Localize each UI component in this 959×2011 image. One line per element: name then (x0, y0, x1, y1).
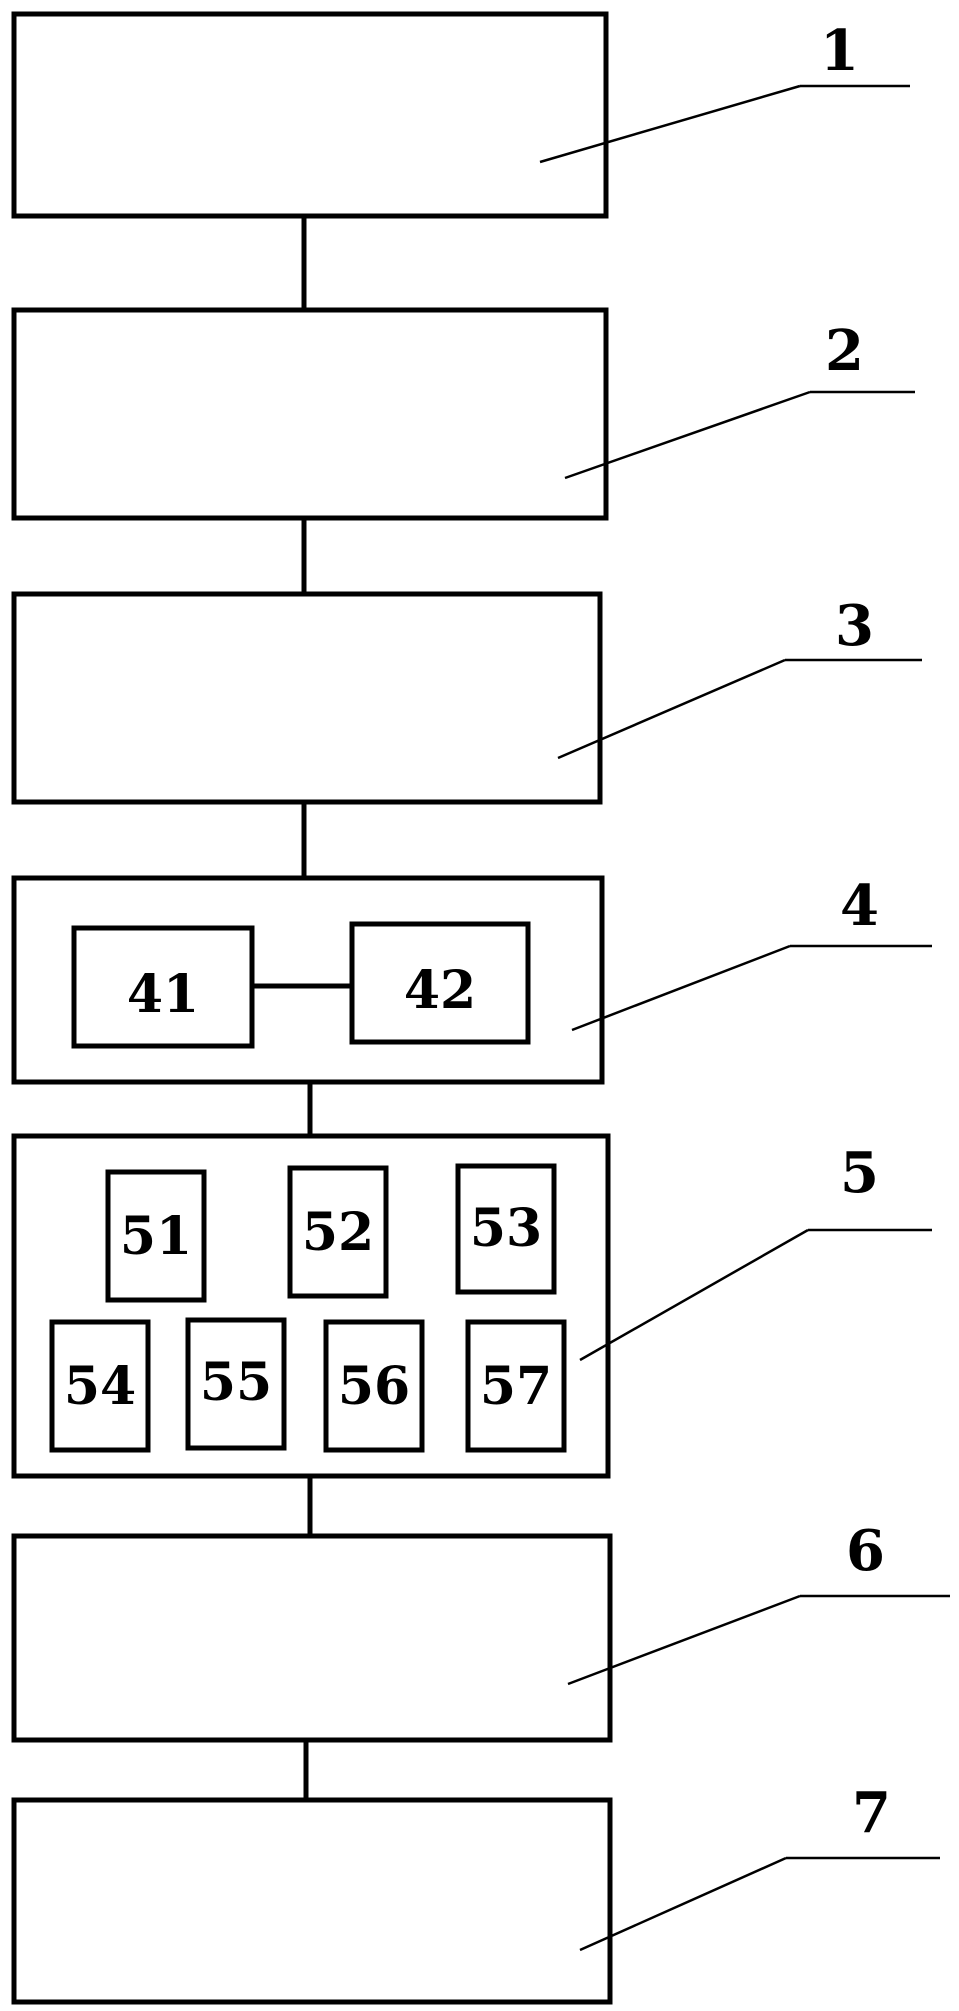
sub-label-52: 52 (302, 1202, 374, 1263)
ref-label-4: 4 (840, 873, 879, 939)
ref-label-7: 7 (852, 1780, 891, 1846)
block-1 (14, 14, 606, 216)
leader-line-3 (558, 660, 785, 758)
leader-line-2 (565, 392, 810, 478)
ref-label-2: 2 (825, 318, 864, 384)
sub-label-55: 55 (200, 1352, 272, 1413)
leader-line-1 (540, 86, 800, 162)
leader-line-6 (568, 1596, 800, 1684)
block-6 (14, 1536, 610, 1740)
block-5 (14, 1136, 608, 1476)
sub-label-56: 56 (338, 1356, 410, 1417)
ref-label-5: 5 (840, 1140, 879, 1206)
sub-label-51: 51 (120, 1206, 192, 1267)
leader-line-4 (572, 946, 790, 1030)
block-4 (14, 878, 602, 1082)
sub-label-41: 41 (127, 964, 199, 1025)
block-7 (14, 1800, 610, 2002)
ref-label-3: 3 (835, 593, 874, 659)
ref-label-1: 1 (820, 18, 859, 84)
ref-label-6: 6 (846, 1518, 885, 1584)
sub-label-53: 53 (470, 1198, 542, 1259)
sub-label-42: 42 (404, 960, 476, 1021)
block-3 (14, 594, 600, 802)
sub-label-54: 54 (64, 1356, 136, 1417)
leader-line-5 (580, 1230, 808, 1360)
sub-label-57: 57 (480, 1356, 552, 1417)
block-2 (14, 310, 606, 518)
